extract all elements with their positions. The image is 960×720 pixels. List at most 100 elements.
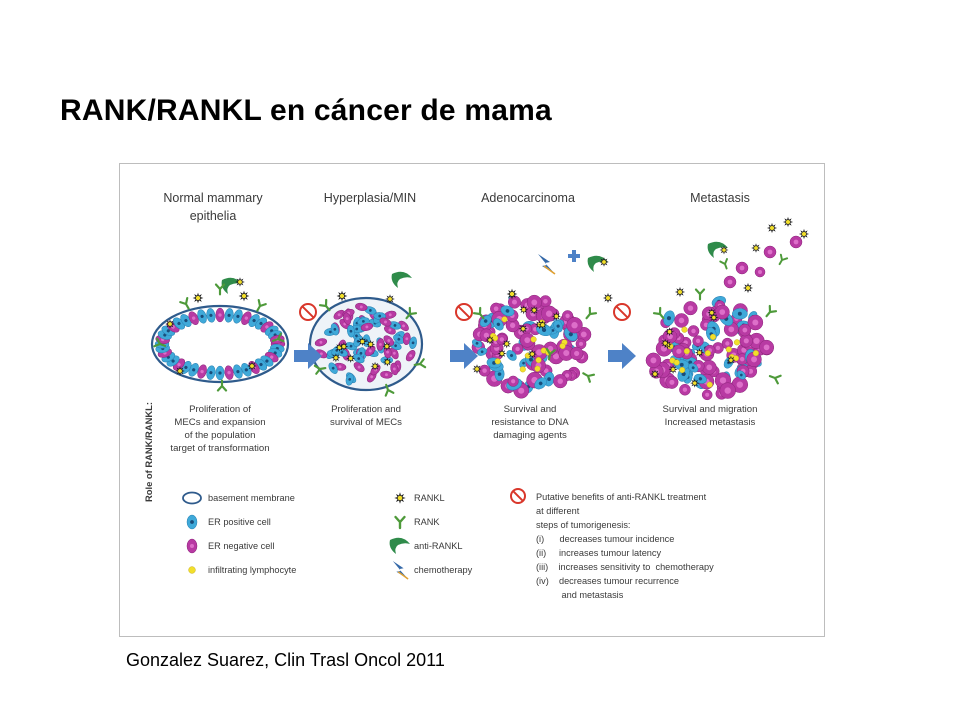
er-negative-cell xyxy=(389,347,399,360)
er-negative-cell xyxy=(360,322,374,331)
rankl-icon xyxy=(751,243,761,253)
rank-icon xyxy=(405,306,418,320)
rank-icon xyxy=(318,298,331,312)
er-positive-cell xyxy=(233,364,243,379)
benefit-line: and metastasis xyxy=(536,590,624,600)
inhibit-icon xyxy=(455,303,473,321)
lymphocyte xyxy=(530,336,537,343)
lymphocyte xyxy=(535,356,542,364)
inhibit-icon xyxy=(299,303,317,321)
rankl-icon xyxy=(726,355,736,365)
stage-caption-line: damaging agents xyxy=(493,430,567,441)
rankl-icon xyxy=(690,378,700,388)
benefit-line: (iii) increases sensitivity to chemother… xyxy=(536,562,714,572)
rankl-icon xyxy=(385,294,395,304)
er-negative-cell xyxy=(384,310,397,319)
er-negative-cell xyxy=(672,344,686,359)
rankl-icon xyxy=(472,364,482,374)
legend-molecule-label: RANK xyxy=(414,517,440,527)
stage-caption-line: Survival and xyxy=(504,404,557,415)
er-negative-cell xyxy=(735,261,749,275)
lymphocyte xyxy=(501,316,508,323)
rank-icon xyxy=(778,253,789,266)
er-negative-cell xyxy=(739,334,753,348)
rankl-icon xyxy=(382,341,392,351)
rankl-icon xyxy=(238,290,250,302)
stage-caption-line: MECs and expansion xyxy=(174,417,265,428)
er-positive-cell xyxy=(197,309,207,324)
er-positive-cell xyxy=(553,319,563,333)
rankl-icon xyxy=(247,361,257,371)
rankl-icon xyxy=(370,361,380,371)
rankl-icon xyxy=(527,349,537,359)
rankl-icon xyxy=(742,282,754,294)
er-negative-cell xyxy=(507,295,521,309)
lymphocyte xyxy=(733,339,740,346)
rankl-icon xyxy=(485,335,495,345)
rank-icon xyxy=(413,358,427,369)
legend-cell-label: basement membrane xyxy=(208,493,295,503)
er-positive-cell xyxy=(506,350,517,361)
er-negative-cell xyxy=(376,338,385,351)
legend-cell-label: ER positive cell xyxy=(208,517,271,527)
rank-icon xyxy=(384,383,395,397)
stage-caption-line: of the population xyxy=(185,430,256,441)
progression-arrow-icon xyxy=(608,343,636,369)
rank-icon xyxy=(216,379,228,392)
slide-title: RANK/RANKL en cáncer de mama xyxy=(60,94,552,127)
er-positive-cell xyxy=(409,336,417,350)
legend-molecule-label: chemotherapy xyxy=(414,565,473,575)
er-negative-cell xyxy=(540,305,558,322)
er-negative-cell xyxy=(683,301,698,316)
stage-title-line: Adenocarcinoma xyxy=(481,191,575,205)
lymphocyte xyxy=(673,359,680,366)
er-negative-cell xyxy=(507,375,519,387)
er-negative-cell xyxy=(511,343,524,355)
rankl-icon xyxy=(518,324,528,334)
rank-icon xyxy=(545,347,556,361)
rank-icon xyxy=(652,306,665,320)
stage-caption-line: Increased metastasis xyxy=(665,417,756,428)
stage-caption-line: Proliferation and xyxy=(331,404,401,415)
rankl-icon xyxy=(502,339,512,349)
rank-icon xyxy=(256,298,267,312)
rankl-icon xyxy=(694,348,704,358)
er-negative-cell xyxy=(333,309,345,320)
rankl-icon xyxy=(798,228,810,240)
benefit-line: Putative benefits of anti-RANKL treatmen… xyxy=(536,492,707,502)
er-negative-cell xyxy=(738,323,752,337)
rank-icon xyxy=(394,515,406,530)
rankl-icon xyxy=(707,308,717,318)
rankl-icon xyxy=(346,353,356,363)
er-negative-cell xyxy=(701,359,717,375)
er-negative-cell xyxy=(188,311,199,325)
lymphocyte xyxy=(559,342,566,350)
anti-rankl-icon xyxy=(707,241,728,258)
er-positive-cell xyxy=(500,305,515,317)
er-negative-cell xyxy=(701,389,713,401)
stage-caption-line: target of transformation xyxy=(170,443,269,454)
rankl-icon xyxy=(665,327,675,337)
er-positive-cell xyxy=(688,363,699,373)
rank-rankl-diagram: Role of RANK/RANKL:Normal mammaryepithel… xyxy=(143,191,810,600)
stage-caption-line: Survival and migration xyxy=(663,404,758,415)
er-positive-cell-icon xyxy=(186,514,198,530)
lymphocyte xyxy=(679,366,686,374)
inhibit-icon xyxy=(613,303,631,321)
er-negative-cell xyxy=(719,382,736,399)
er-negative-cell xyxy=(519,332,535,348)
rank-icon xyxy=(694,288,706,301)
rankl-icon xyxy=(357,336,367,346)
er-positive-cell xyxy=(364,306,377,315)
rankl-icon xyxy=(331,353,341,363)
rankl-icon xyxy=(674,286,686,298)
er-positive-cell xyxy=(347,325,355,338)
er-positive-cell xyxy=(732,308,748,320)
er-negative-cell xyxy=(679,383,691,396)
lymphocyte xyxy=(704,350,711,357)
er-negative-cell xyxy=(645,352,662,369)
chemotherapy-icon xyxy=(538,254,556,275)
